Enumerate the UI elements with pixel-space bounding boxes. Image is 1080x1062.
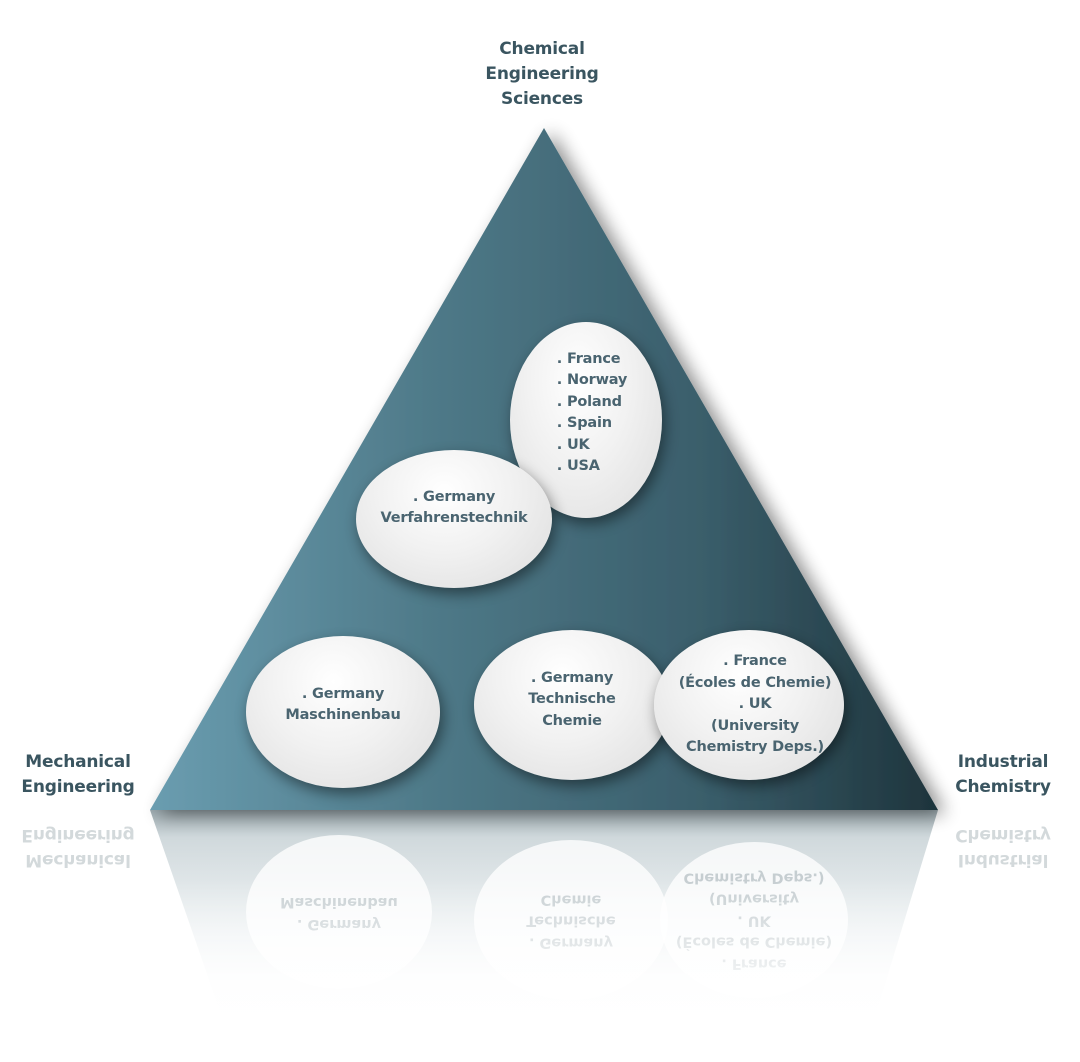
node-line: . Poland xyxy=(556,393,622,410)
corner-label-line: Mechanical xyxy=(25,752,131,772)
node-verfahrenstechnik: . Germany Verfahrenstechnik xyxy=(356,450,552,588)
node-line: . Germany xyxy=(530,669,614,686)
node-text: . France . Norway . Poland . Spain . UK … xyxy=(556,349,628,478)
node-line: . France xyxy=(556,350,621,367)
node-line: . France xyxy=(723,653,787,670)
reflection-fade xyxy=(140,880,960,1062)
corner-label-line: Engineering xyxy=(21,825,135,845)
corner-label-line: Engineering xyxy=(485,64,599,84)
node-line: . Spain xyxy=(556,415,612,431)
node-text: . France (Écoles de Chemie) . UK (Univer… xyxy=(679,651,832,759)
node-maschinenbau: . Germany Maschinenbau xyxy=(246,636,440,788)
node-line: Verfahrenstechnik xyxy=(380,510,528,526)
corner-label-top: Chemical Engineering Sciences xyxy=(462,37,622,112)
node-line: . Norway xyxy=(556,372,628,388)
node-line: Technische xyxy=(528,691,616,708)
corner-label-left-reflection: Mechanical Engineering xyxy=(10,822,146,872)
node-line: . UK xyxy=(738,696,772,713)
node-line: (University xyxy=(711,717,799,734)
corner-label-line: Mechanical xyxy=(25,850,131,870)
node-technische-chemie: . Germany Technische Chemie xyxy=(474,630,670,780)
corner-label-line: Chemistry xyxy=(955,777,1051,797)
corner-label-right-reflection: Industrial Chemistry xyxy=(944,822,1062,872)
node-line: Maschinenbau xyxy=(285,707,401,723)
node-line: Chemistry Deps.) xyxy=(686,739,824,756)
corner-label-line: Sciences xyxy=(501,89,583,109)
node-text: . Germany Maschinenbau xyxy=(285,684,401,727)
node-line: (Écoles de Chemie) xyxy=(678,674,832,691)
corner-label-line: Chemistry xyxy=(955,825,1051,845)
node-text: . Germany Verfahrenstechnik xyxy=(381,487,528,530)
node-industrial-chem-countries: . France (Écoles de Chemie) . UK (Univer… xyxy=(654,630,844,780)
node-line: . Germany xyxy=(301,685,385,702)
corner-label-line: Industrial xyxy=(957,752,1049,772)
corner-label-line: Chemical xyxy=(499,39,585,59)
corner-label-right: Industrial Chemistry xyxy=(944,750,1062,800)
node-line: . USA xyxy=(556,458,600,474)
corner-label-line: Industrial xyxy=(957,850,1049,870)
node-text: . Germany Technische Chemie xyxy=(528,668,616,733)
corner-label-left: Mechanical Engineering xyxy=(10,750,146,800)
node-line: Chemie xyxy=(542,712,602,729)
node-line: . UK xyxy=(556,436,590,453)
node-line: . Germany xyxy=(412,488,496,505)
corner-label-line: Engineering xyxy=(21,777,135,797)
